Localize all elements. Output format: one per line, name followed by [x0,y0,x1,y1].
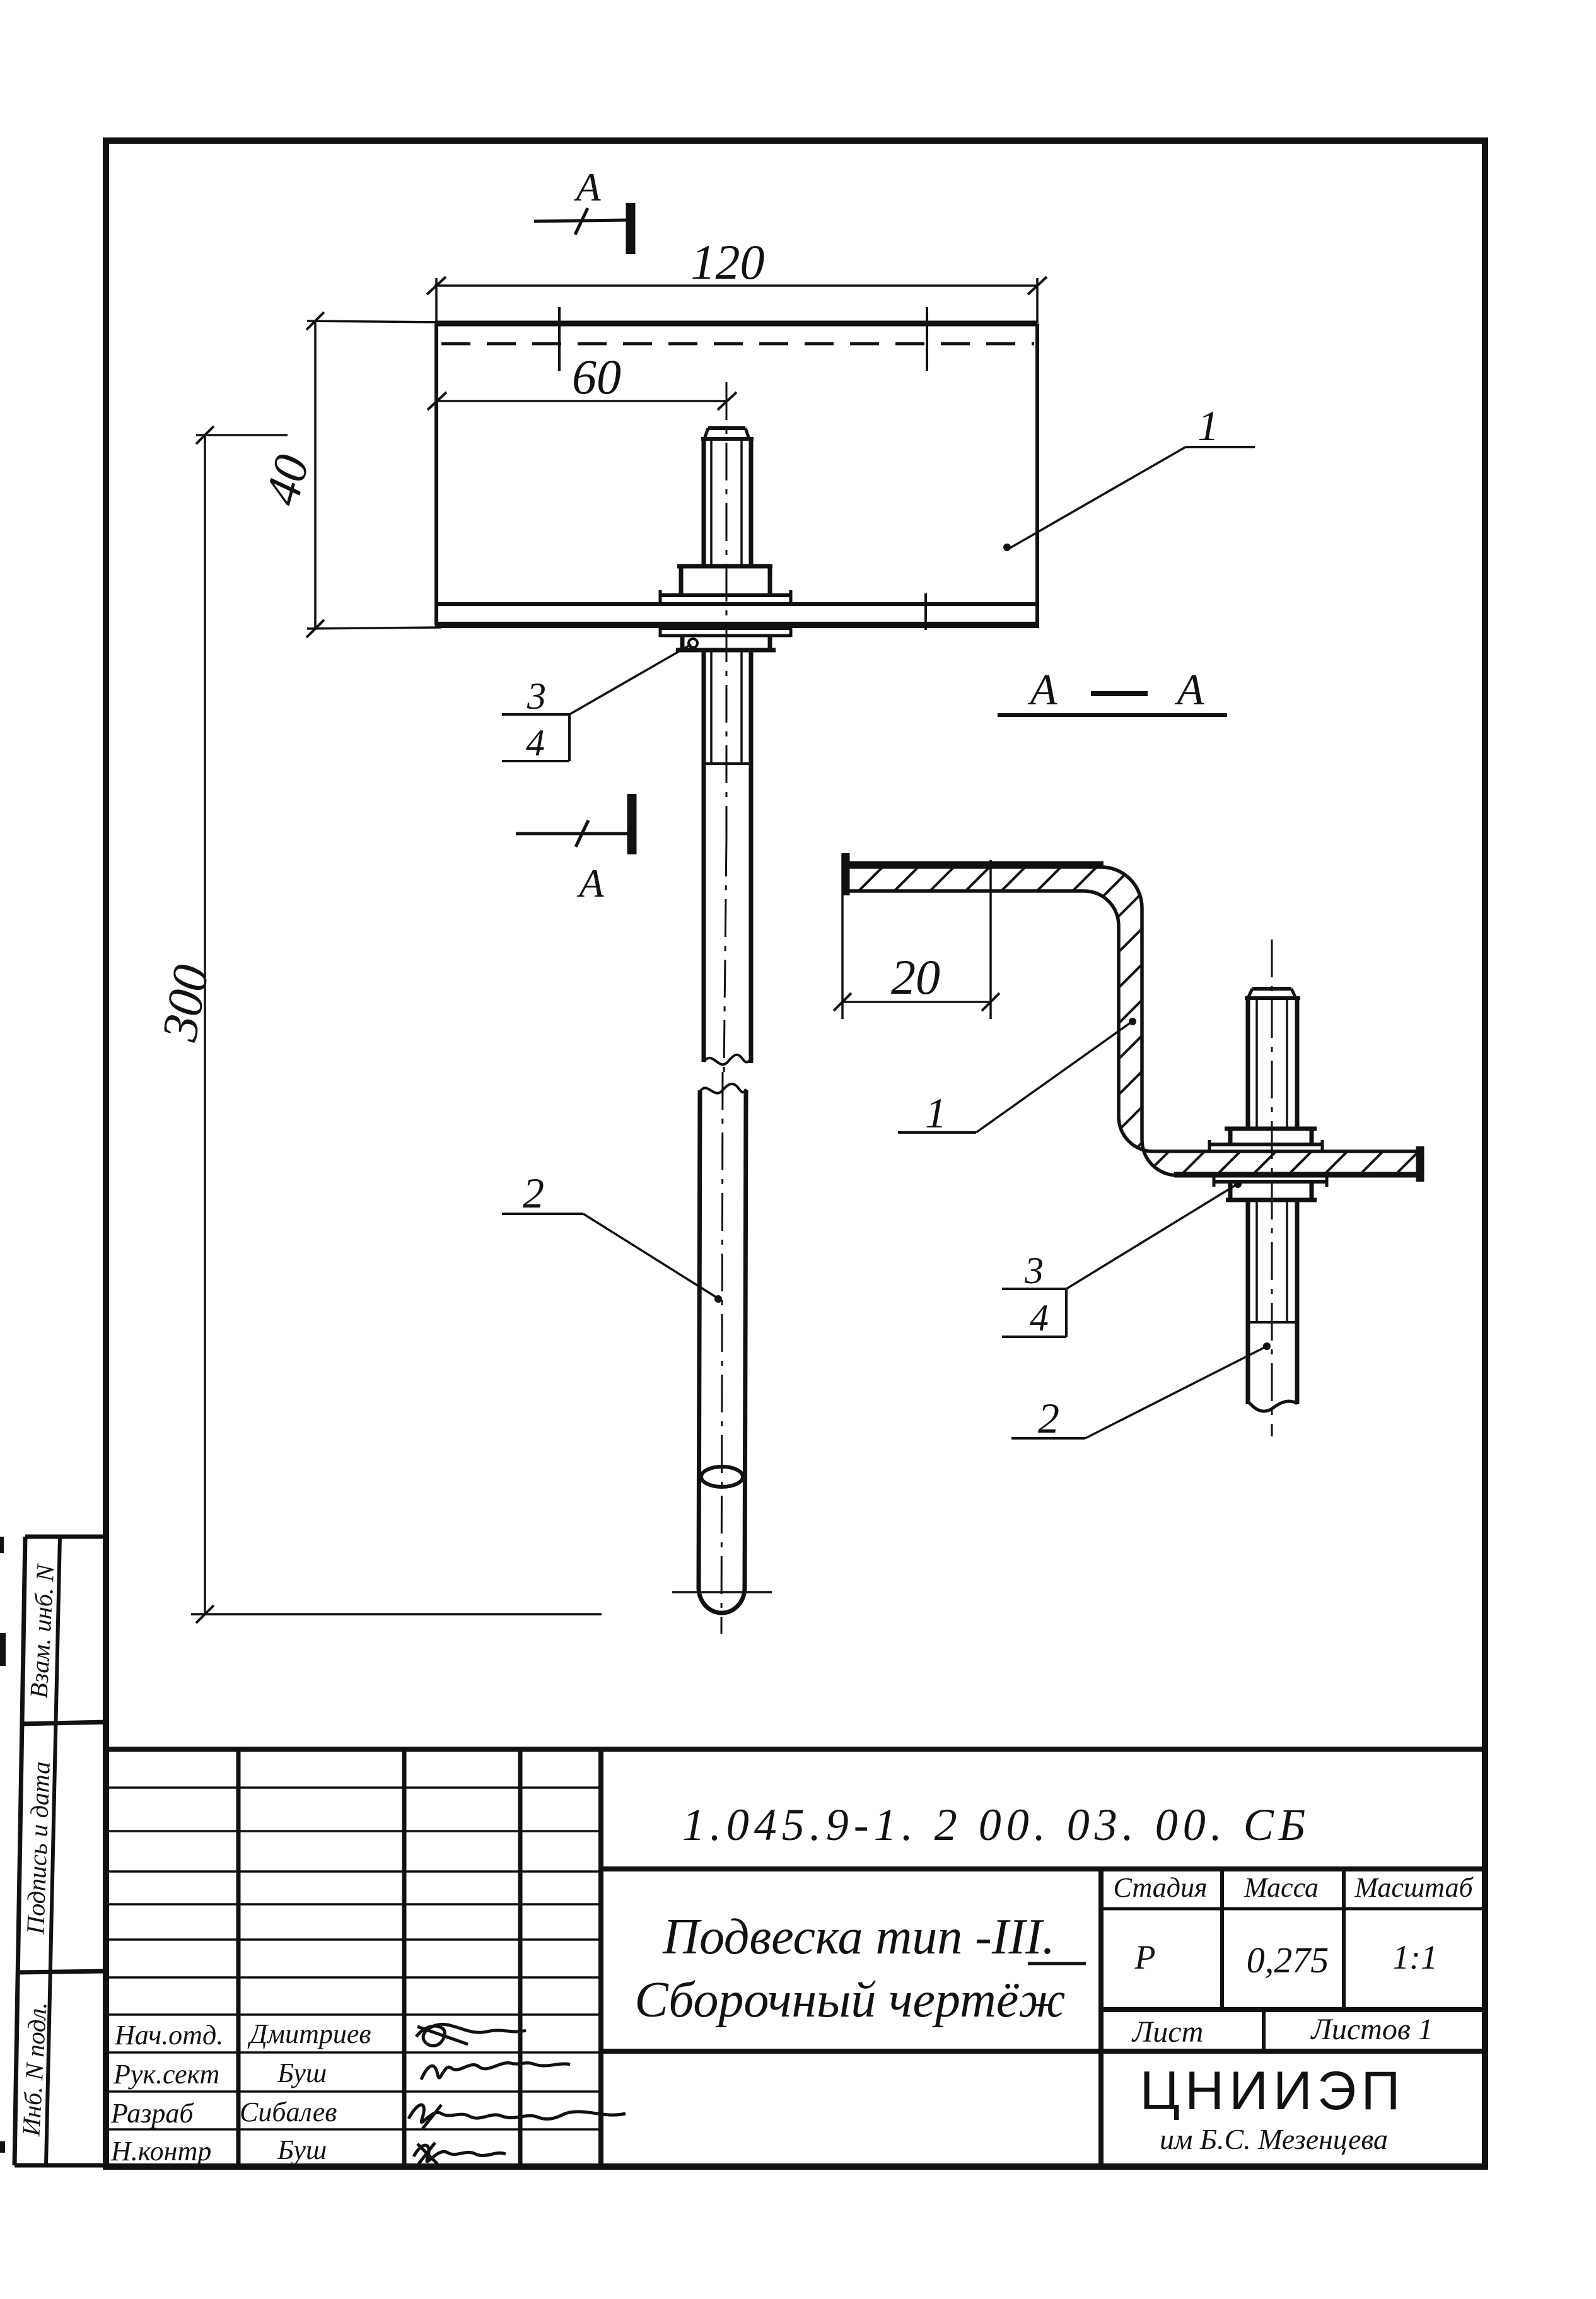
svg-text:Масса: Масса [1244,1872,1319,1903]
svg-text:Буш: Буш [277,2057,327,2088]
svg-text:Рук.сект: Рук.сект [113,2059,219,2090]
svg-text:1: 1 [925,1089,947,1137]
svg-text:Н.контр: Н.контр [110,2136,211,2167]
svg-text:Инб. N подл.: Инб. N подл. [16,2001,52,2138]
svg-text:Нач.отд.: Нач.отд. [114,2020,223,2051]
svg-text:Разраб: Разраб [110,2098,194,2129]
svg-text:1: 1 [1197,402,1219,450]
svg-text:А: А [576,861,604,905]
svg-text:300: 300 [151,961,219,1045]
svg-text:Стадия: Стадия [1114,1872,1208,1903]
svg-text:ЦНИИЭП: ЦНИИЭП [1140,2061,1406,2121]
svg-text:120: 120 [691,235,765,289]
svg-text:А: А [1175,666,1204,714]
svg-text:4: 4 [526,722,545,764]
svg-text:3: 3 [1024,1250,1044,1291]
svg-text:Подпись и дата: Подпись и дата [21,1761,55,1936]
svg-text:им Б.С. Мезенцева: им Б.С. Мезенцева [1160,2123,1388,2155]
svg-text:40: 40 [253,449,319,511]
svg-text:1:1: 1:1 [1392,1938,1438,1976]
svg-text:20: 20 [891,950,940,1004]
svg-text:А: А [573,165,601,209]
svg-text:1.045.9-1. 2 00. 03. 00. СБ: 1.045.9-1. 2 00. 03. 00. СБ [682,1800,1310,1850]
svg-text:Листов 1: Листов 1 [1310,2013,1433,2046]
svg-text:4: 4 [1030,1297,1049,1339]
svg-text:Взам. инб. N: Взам. инб. N [24,1563,59,1699]
svg-text:3: 3 [527,675,546,717]
svg-text:Р: Р [1134,1938,1156,1976]
svg-text:Буш: Буш [277,2134,327,2165]
svg-text:Масштаб: Масштаб [1354,1872,1474,1903]
svg-text:Лист: Лист [1131,2015,1203,2049]
svg-text:0,275: 0,275 [1247,1940,1329,1981]
svg-text:Сборочный чертёж: Сборочный чертёж [634,1972,1065,2028]
svg-text:2: 2 [523,1169,544,1217]
svg-text:Дмитриев: Дмитриев [247,2018,371,2049]
svg-text:А: А [1028,666,1057,714]
svg-text:Подвеска тип -III.: Подвеска тип -III. [662,1909,1055,1965]
svg-text:60: 60 [572,349,621,404]
svg-text:Сибалев: Сибалев [240,2097,337,2127]
svg-text:2: 2 [1038,1394,1059,1442]
